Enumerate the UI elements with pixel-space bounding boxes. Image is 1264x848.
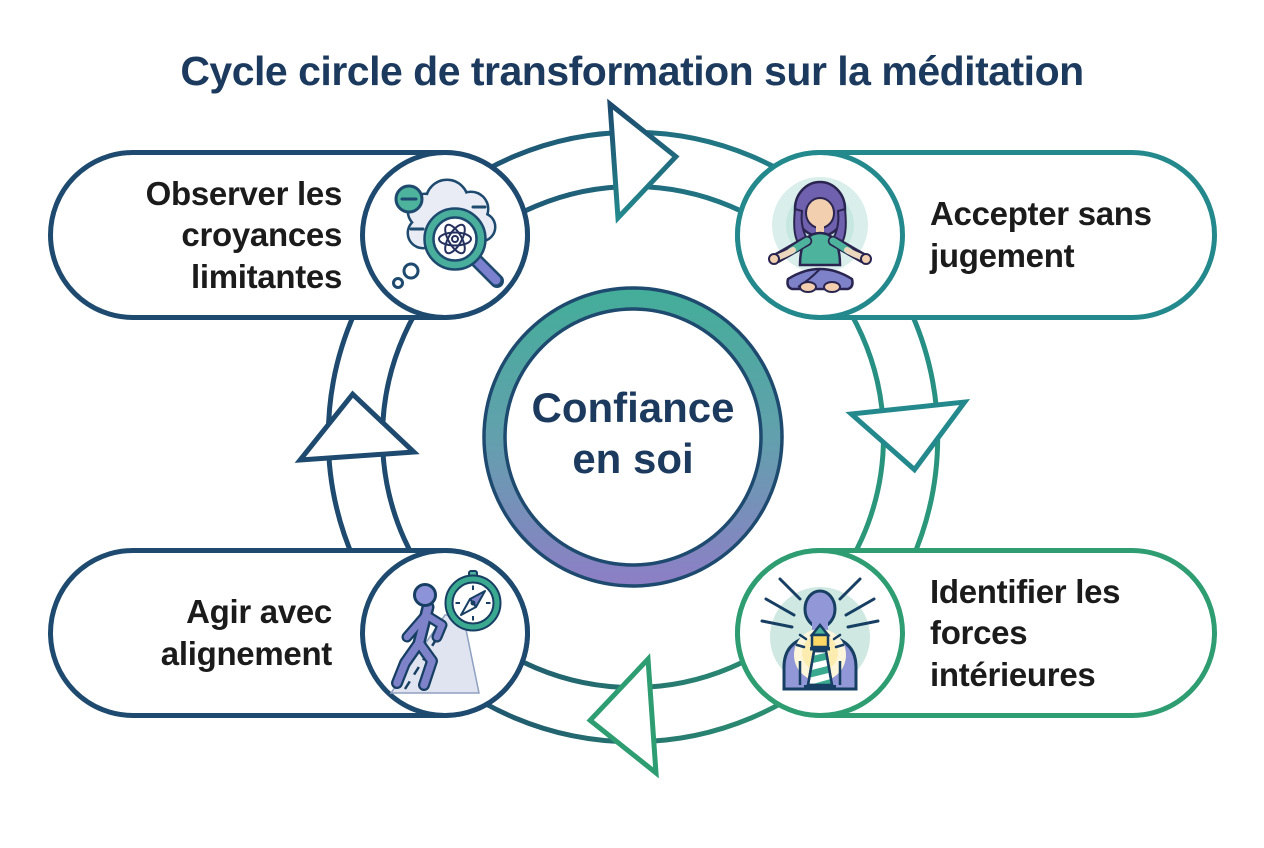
step-label-observer: Observer les croyances limitantes bbox=[145, 174, 343, 295]
step-label-accepter: Accepter sans jugement bbox=[930, 195, 1152, 274]
step-badge-identifier bbox=[735, 548, 905, 718]
walking-compass-icon bbox=[389, 570, 502, 694]
center-ring bbox=[482, 286, 784, 588]
arrowhead-top bbox=[607, 98, 680, 224]
arrowhead-right bbox=[845, 398, 971, 474]
lamp-sparks bbox=[795, 633, 845, 649]
minus-badge bbox=[394, 184, 424, 214]
center-goal-label: Confiance en soi bbox=[493, 382, 773, 484]
head-rays bbox=[760, 577, 880, 629]
thought-bubbles bbox=[392, 262, 420, 289]
step-label-identifier: Identifier les forces intérieures bbox=[930, 572, 1121, 693]
arrowhead-bottom bbox=[586, 653, 659, 779]
cloud-dashes bbox=[409, 205, 487, 231]
step-badge-agir bbox=[360, 548, 530, 718]
inner-lighthouse-icon bbox=[760, 577, 880, 691]
compass bbox=[444, 570, 502, 632]
meditation-icon bbox=[768, 177, 872, 293]
center-goal-line1: Confiance bbox=[531, 384, 735, 431]
walking-person bbox=[391, 583, 448, 691]
page-title: Cycle circle de transformation sur la mé… bbox=[180, 48, 1084, 94]
step-badge-observer bbox=[360, 150, 530, 320]
step-badge-accepter bbox=[735, 150, 905, 320]
magnifier-cloud-icon bbox=[392, 178, 504, 289]
arrowhead-left bbox=[294, 390, 420, 463]
magnifier bbox=[423, 207, 504, 288]
center-goal-line2: en soi bbox=[572, 435, 694, 483]
step-label-agir: Agir avec alignement bbox=[160, 593, 333, 672]
